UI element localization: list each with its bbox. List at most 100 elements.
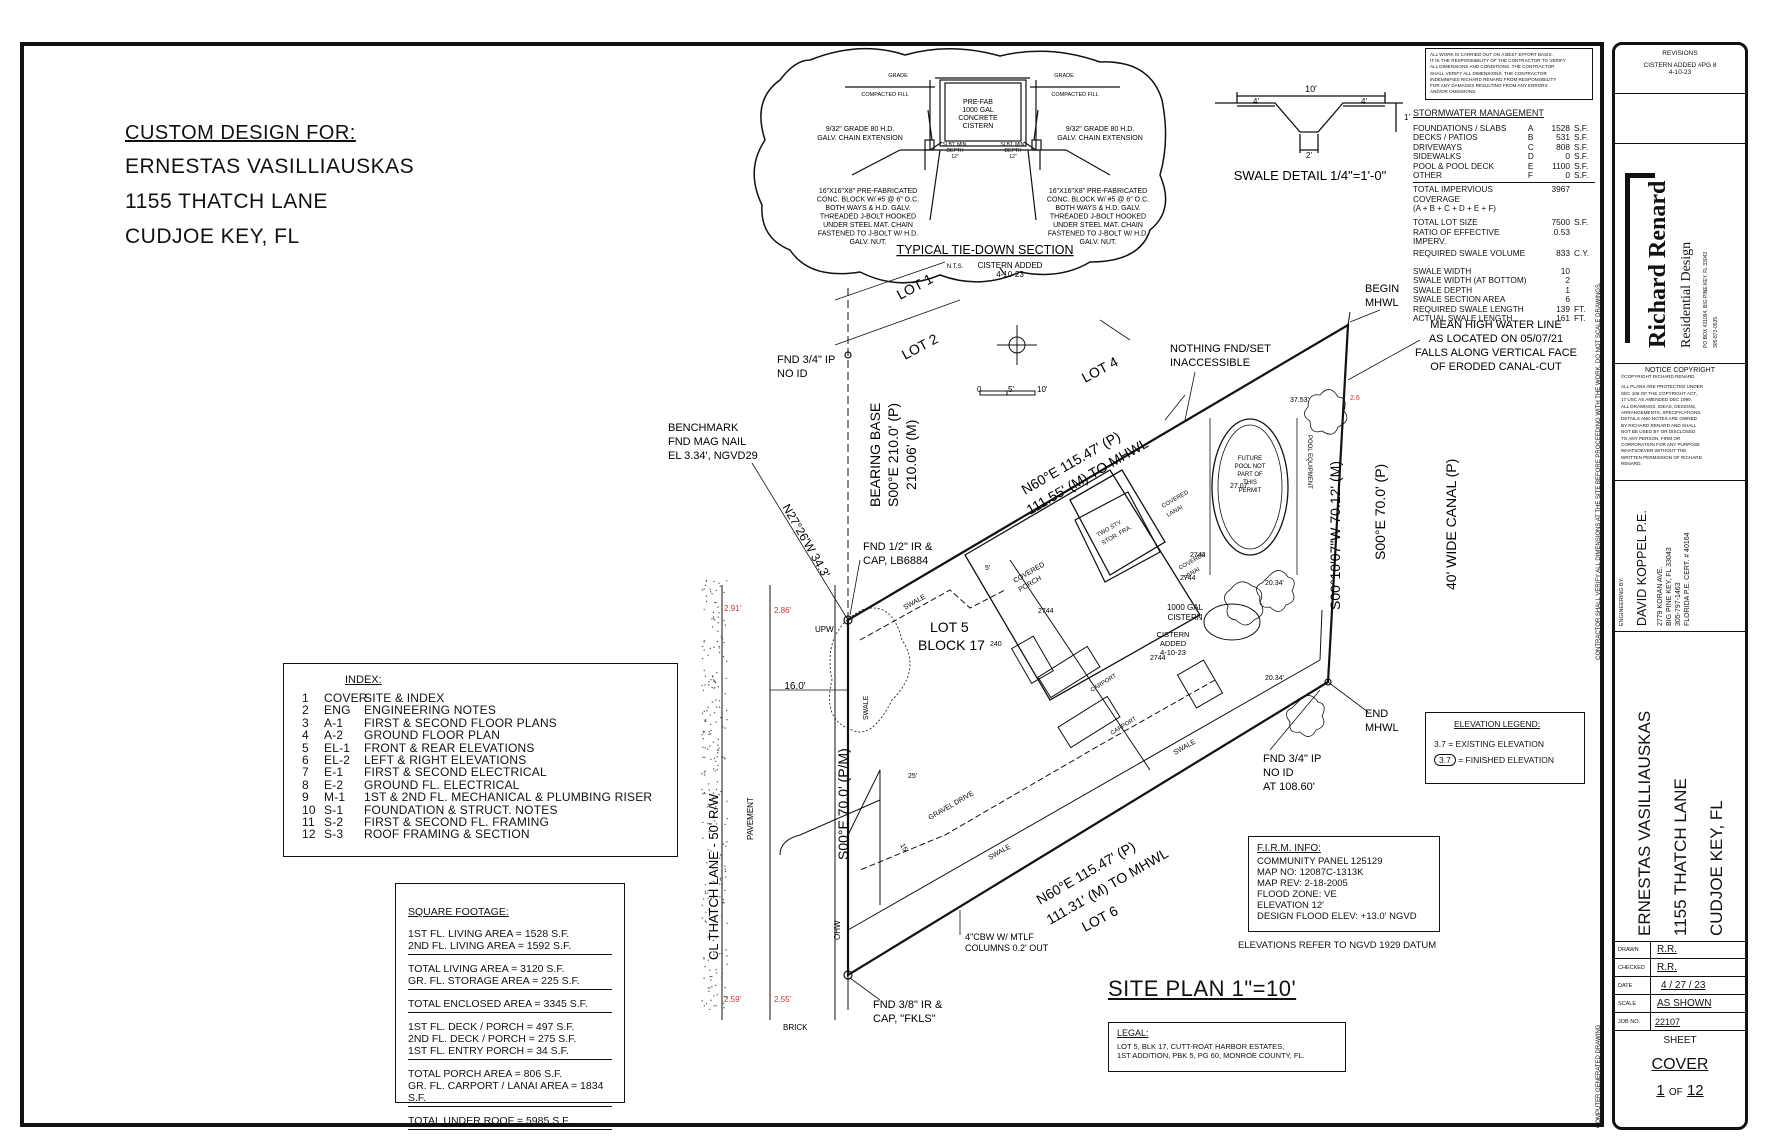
s00-inner-label: S00°10'07"W 70.12' (M) [1327,461,1343,610]
notice-line: AND/OR OMISSIONS. [1430,89,1477,95]
copyright-section: NOTICE COPYRIGHT ©COPYRIGHT RICHARD RENA… [1615,363,1745,481]
stipple-dot [726,660,728,662]
fnd-ip-end-1: FND 3/4" IP [1263,753,1321,765]
job-label: JOB NO. [1615,1013,1651,1030]
title-panel: REVISIONS CISTERN ADDED #PG 8 4-10-23 Ri… [1612,42,1748,1130]
engineering-label: ENGINEERING BY: [1619,577,1625,626]
square-footage-group: 1ST FL. LIVING AREA = 1528 S.F.2ND FL. L… [408,928,612,955]
tie-block-line: UNDER STEEL MAT. CHAIN [823,222,913,229]
index-num: 6 [302,753,309,768]
swale-detail-title: SWALE DETAIL 1/4"=1'-0" [1234,168,1387,183]
lot-1-label: LOT 1 [894,270,936,302]
fnd-ip-top-1: FND 3/4" IP [777,354,835,366]
stipple-dot [726,719,728,721]
stipple-dot [722,901,724,904]
stipple-dot [722,898,725,901]
stipple-dot [712,679,715,681]
tie-down-title: TYPICAL TIE-DOWN SECTION [896,243,1073,257]
date-row: DATE 4 / 27 / 23 [1615,977,1745,995]
index-num: 9 [302,790,309,805]
owner-name: ERNESTAS VASILLIAUSKAS [125,155,415,178]
brand-logo-icon [1625,173,1655,343]
stipple-dot [719,857,721,859]
stipple-dot [703,730,705,733]
stipple-dot [708,915,711,917]
engineer-line-3: 305-797-1463 [1675,582,1682,626]
square-footage-line: TOTAL LIVING AREA = 3120 S.F. [408,963,565,975]
square-footage-line: TOTAL UNDER ROOF = 5985 S.F. [408,1115,571,1127]
stipple-dot [709,969,711,971]
engineer-name: DAVID KOPPEL P.E. [1635,510,1649,626]
notice-line: INDEMNIFIES RICHARD RENARD FROM RESPONSI… [1430,76,1557,82]
sw-label: SWALE WIDTH (AT BOTTOM) [1413,275,1527,286]
brand-details-2: 305-872-0535 [1713,316,1719,348]
tie-cistern-line-2: 1000 GAL [962,107,994,114]
legend-existing-text: = EXISTING ELEVATION [1448,739,1545,749]
stipple-dot [725,677,727,680]
notice-line: SHALL VERIFY ALL DIMENSIONS. THE CONTRAC… [1430,70,1547,76]
stipple-dot [706,806,708,808]
stipple-dot [704,770,706,772]
stipple-dot [714,770,716,772]
begin-mhwl-1: BEGIN [1365,283,1399,295]
stipple-dot [708,730,710,733]
legal-heading: LEGAL: [1117,1028,1149,1038]
stipple-dot [704,884,707,886]
stipple-dot [702,689,705,692]
drawn-value: R.R. [1657,944,1677,955]
pool-note-3: PART OF [1237,472,1263,478]
sw-label: SWALE WIDTH [1413,265,1472,276]
tie-chain-left-2: GALV. CHAIN EXTENSION [817,135,903,142]
sw-value: 531 [1556,132,1570,143]
stipple-dot [724,868,726,870]
square-footage-line: 1ST FL. LIVING AREA = 1528 S.F. [408,928,570,940]
panel-owner-city: CUDJOE KEY, FL [1707,800,1726,936]
scale-value: AS SHOWN [1657,998,1712,1009]
index-title: FIRST & SECOND FLOOR PLANS [364,715,558,730]
stipple-dot [720,952,723,955]
stipple-dot [710,723,712,725]
gravel-drive-label: GRAVEL DRIVE [928,790,976,822]
stipple-dot [719,854,722,856]
square-footage-line: TOTAL PORCH AREA = 806 S.F. [408,1068,563,1080]
stipple-dot [713,712,716,714]
stipple-dot [707,889,709,892]
firm-heading: F.I.R.M. INFO: [1257,843,1321,854]
stipple-dot [716,640,719,643]
index-num: 5 [302,740,309,755]
square-footage-line: 2ND FL. DECK / PORCH = 275 S.F. [408,1033,577,1045]
stipple-dot [712,616,715,618]
stipple-dot [708,789,710,791]
fnd-ip-top-2: NO ID [777,368,808,380]
leader-lines [751,309,1421,1001]
stipple-dot [708,733,710,736]
stipple-dot [705,580,707,582]
pool-note-5: PERMIT [1239,488,1262,494]
stipple-dot [709,1008,711,1011]
index-code: E-2 [324,777,344,792]
stipple-dot [712,792,715,794]
stipple-dot [707,803,709,806]
stipple-dot [703,608,705,611]
stipple-dot [707,654,709,657]
copyright-line: NOT BE USED BY OR DISCLOSED [1621,429,1696,435]
engineer-line-4: FLORIDA P.E. CERT. # 40164 [1684,532,1691,626]
stipple-dot [703,732,705,734]
tie-depth-right-2: DEPTH [1005,148,1022,154]
info-table: DRAWN R.R. CHECKED R.R. DATE 4 / 27 / 23… [1615,941,1745,1099]
stipple-dot [723,995,725,998]
stipple-dot [702,756,704,758]
lot-5-label: LOT 5 [930,619,969,635]
index-title: FIRST & SECOND FL. FRAMING [364,815,549,830]
stipple-dot [721,638,724,640]
sw-value: 1 [1565,284,1570,295]
tie-grade-left: GRADE [888,73,908,79]
stormwater-box: STORMWATER MANAGEMENT FOUNDATIONS / SLAB… [1408,104,1600,323]
